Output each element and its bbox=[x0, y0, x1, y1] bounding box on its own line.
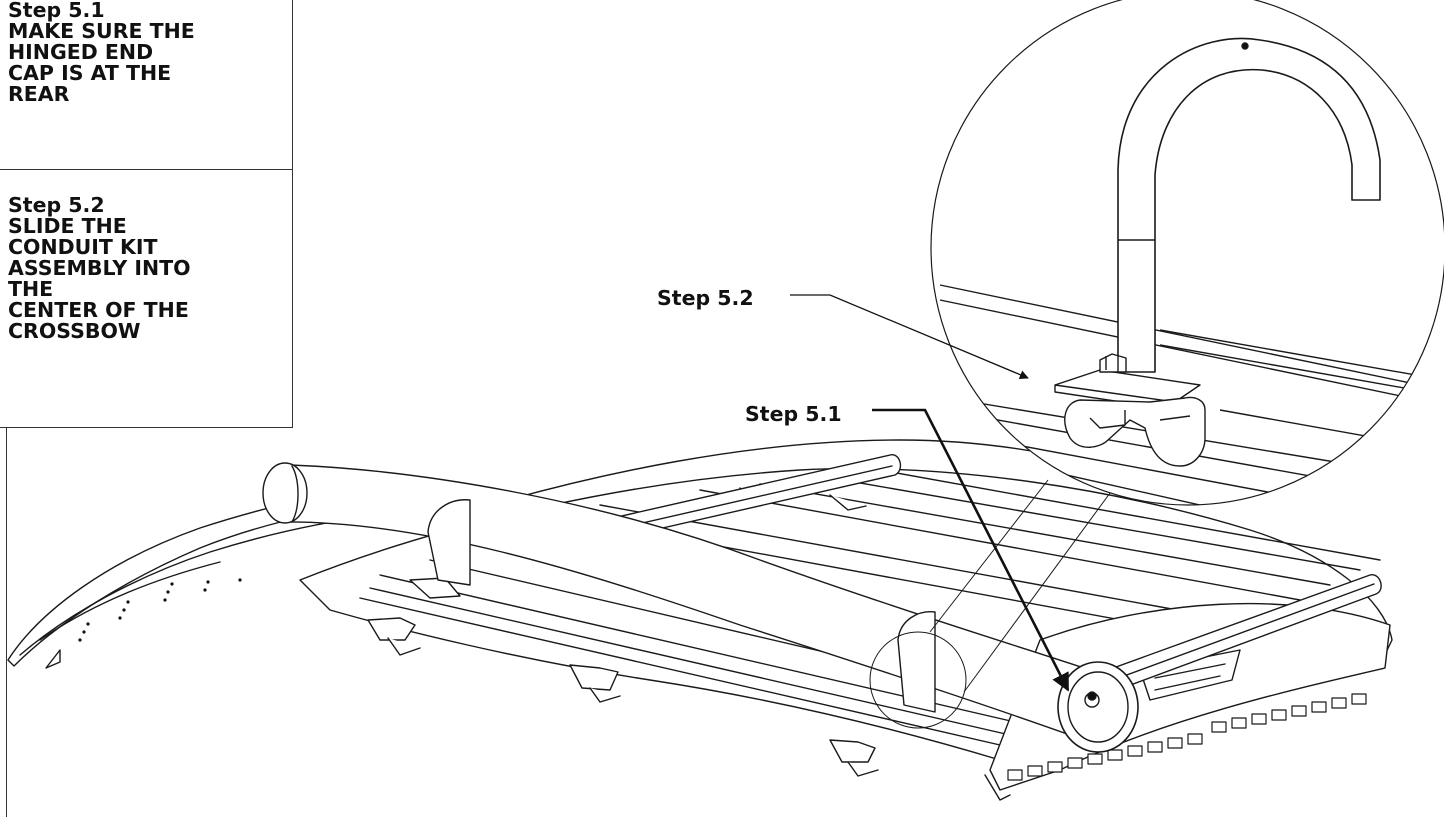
hinged-end-cap bbox=[1057, 661, 1139, 753]
panel-divider bbox=[0, 169, 293, 170]
detail-rail-channel bbox=[1064, 396, 1206, 467]
instruction-line: CONDUIT KIT bbox=[8, 235, 158, 259]
instruction-line: CAP IS AT THE bbox=[8, 61, 172, 85]
instruction-line: HINGED END bbox=[8, 40, 154, 64]
step-5-1-instruction: Step 5.1 MAKE SURE THE HINGED END CAP IS… bbox=[8, 0, 195, 105]
instruction-line: CENTER OF THE bbox=[8, 298, 189, 322]
instruction-line: CROSSBOW bbox=[8, 319, 141, 343]
rivet-row bbox=[78, 578, 242, 642]
tube-strap bbox=[897, 611, 936, 713]
roof-assembly bbox=[7, 439, 1393, 801]
instruction-line: REAR bbox=[8, 82, 70, 106]
instruction-line: THE bbox=[8, 277, 54, 301]
instruction-line: ASSEMBLY INTO bbox=[8, 256, 191, 280]
conduit-front-end bbox=[262, 462, 308, 524]
step-5-2-instruction: Step 5.2 SLIDE THE CONDUIT KIT ASSEMBLY … bbox=[8, 195, 191, 342]
detail-strap bbox=[1117, 37, 1381, 373]
instruction-panel: Step 5.1 MAKE SURE THE HINGED END CAP IS… bbox=[0, 0, 293, 428]
callout-step-5-1: Step 5.1 bbox=[745, 402, 842, 426]
instruction-line: MAKE SURE THE bbox=[8, 19, 195, 43]
bolt-icon bbox=[1099, 353, 1127, 373]
vent-slots bbox=[1007, 693, 1367, 781]
callout-leaders bbox=[790, 294, 1070, 692]
step-heading: Step 5.1 bbox=[8, 0, 105, 22]
instruction-line: SLIDE THE bbox=[8, 214, 127, 238]
detail-view bbox=[930, 0, 1444, 506]
callout-step-5-2: Step 5.2 bbox=[657, 286, 754, 310]
frame-edge bbox=[6, 428, 7, 817]
step-heading: Step 5.2 bbox=[8, 193, 105, 217]
detail-leader-lines bbox=[929, 479, 1111, 693]
side-clamps bbox=[367, 487, 879, 777]
detail-plate bbox=[1054, 369, 1201, 403]
detail-indicator-circle bbox=[869, 631, 967, 729]
tube-strap bbox=[427, 499, 471, 586]
